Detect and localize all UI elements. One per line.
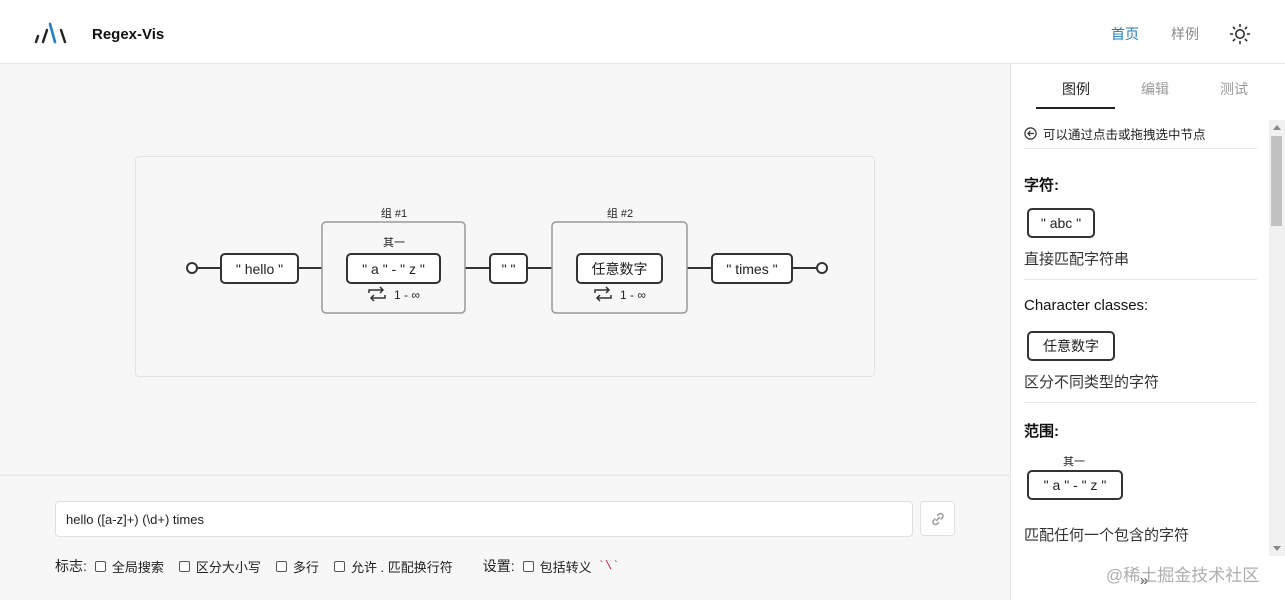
- escape-code-mark: `\`: [597, 559, 620, 573]
- flag-dotall-checkbox[interactable]: [333, 560, 345, 572]
- scroll-up-arrow[interactable]: [1273, 125, 1281, 130]
- settings-label: 设置:: [482, 558, 515, 574]
- regex-editor-panel: 标志: 全局搜索 区分大小写 多行 允许 . 匹配换行符 设置: 包括转义 `\`: [0, 475, 1010, 600]
- legend-char-title: 字符:: [1024, 177, 1059, 194]
- divider: [1024, 148, 1257, 149]
- scroll-thumb[interactable]: [1271, 136, 1282, 226]
- flag-dotall-label: 允许 . 匹配换行符: [350, 559, 453, 575]
- legend-class-node: 任意数字: [1027, 331, 1115, 361]
- start-node[interactable]: [186, 262, 198, 274]
- end-node[interactable]: [816, 262, 828, 274]
- side-panel: 图例 编辑 测试 可以通过点击或拖拽选中节点 字符: " abc " 直接匹配字…: [1010, 64, 1285, 600]
- regex-input[interactable]: [55, 501, 913, 537]
- flag-dotall[interactable]: 允许 . 匹配换行符: [333, 557, 453, 576]
- flag-global[interactable]: 全局搜索: [94, 557, 164, 576]
- arrow-left-circle-icon: [1024, 127, 1037, 140]
- legend-range-title: 范围:: [1024, 423, 1059, 440]
- divider: [1024, 279, 1257, 280]
- repeat-icon: [368, 286, 386, 302]
- repeat-icon: [594, 286, 612, 302]
- tab-edit[interactable]: 编辑: [1141, 81, 1169, 97]
- node-digit[interactable]: 任意数字: [576, 253, 663, 284]
- legend-class-title: Character classes:: [1024, 297, 1149, 314]
- divider: [1024, 402, 1257, 403]
- legend-hint-text: 可以通过点击或拖拽选中节点: [1043, 128, 1206, 142]
- node-hello-label: " hello ": [236, 261, 283, 277]
- node-space[interactable]: " ": [489, 253, 528, 284]
- flag-case-label: 区分大小写: [195, 559, 261, 575]
- node-times-label: " times ": [726, 261, 777, 277]
- flag-case-sensitive[interactable]: 区分大小写: [178, 557, 261, 576]
- app-title: Regex-Vis: [92, 26, 165, 43]
- watermark: @稀土掘金技术社区: [1106, 566, 1260, 585]
- link-icon: [931, 512, 944, 525]
- setting-escape-checkbox[interactable]: [522, 560, 534, 572]
- double-chevron-right-icon[interactable]: »: [1140, 572, 1149, 589]
- legend-char-node: " abc ": [1027, 208, 1095, 238]
- tab-test[interactable]: 测试: [1220, 81, 1248, 97]
- flag-global-label: 全局搜索: [111, 559, 164, 575]
- sun-icon[interactable]: [1229, 23, 1251, 45]
- regex-vis-logo-icon[interactable]: [34, 22, 70, 44]
- legend-content[interactable]: 可以通过点击或拖拽选中节点 字符: " abc " 直接匹配字符串 Charac…: [1011, 120, 1269, 600]
- regex-diagram: " hello " 组 #1 其一 " a " - " z " 1 - ∞ " …: [135, 156, 875, 377]
- repeat1-label: 1 - ∞: [394, 288, 420, 302]
- node-space-label: " ": [502, 261, 516, 277]
- flag-multiline-label: 多行: [292, 559, 319, 575]
- flag-multiline[interactable]: 多行: [275, 557, 319, 576]
- node-times[interactable]: " times ": [711, 253, 793, 284]
- flag-case-checkbox[interactable]: [178, 560, 190, 572]
- app-header: Regex-Vis 首页 样例: [0, 0, 1285, 64]
- flag-global-checkbox[interactable]: [94, 560, 106, 572]
- legend-range-caption: 其一: [1063, 456, 1085, 468]
- nav-home-link[interactable]: 首页: [1111, 26, 1139, 42]
- node-range-label: " a " - " z ": [362, 261, 425, 277]
- node-range[interactable]: " a " - " z ": [346, 253, 441, 284]
- node-hello[interactable]: " hello ": [220, 253, 299, 284]
- flags-row: 标志: 全局搜索 区分大小写 多行 允许 . 匹配换行符 设置: 包括转义 `\`: [55, 556, 634, 576]
- legend-hint: 可以通过点击或拖拽选中节点: [1024, 124, 1206, 143]
- diagram-canvas: " hello " 组 #1 其一 " a " - " z " 1 - ∞ " …: [0, 64, 1010, 475]
- flags-label: 标志:: [55, 558, 87, 574]
- side-scrollbar[interactable]: [1269, 120, 1285, 556]
- group2-label: 组 #2: [607, 206, 633, 220]
- tab-legend[interactable]: 图例: [1062, 81, 1090, 97]
- legend-class-desc: 区分不同类型的字符: [1024, 374, 1160, 391]
- scroll-down-arrow[interactable]: [1273, 546, 1281, 551]
- group1-label: 组 #1: [381, 206, 407, 220]
- legend-range-desc: 匹配任何一个包含的字符: [1024, 527, 1190, 544]
- setting-escape-label: 包括转义: [539, 559, 592, 575]
- node-digit-label: 任意数字: [592, 261, 648, 277]
- regex-graph-svg: " hello " 组 #1 其一 " a " - " z " 1 - ∞ " …: [186, 206, 828, 314]
- one-of-label: 其一: [383, 236, 405, 249]
- active-tab-indicator: [1036, 107, 1115, 109]
- setting-escape[interactable]: 包括转义 `\`: [522, 557, 620, 576]
- legend-char-desc: 直接匹配字符串: [1024, 251, 1130, 268]
- legend-range-node: " a " - " z ": [1027, 470, 1123, 500]
- flag-multiline-checkbox[interactable]: [275, 560, 287, 572]
- share-link-button[interactable]: [920, 501, 955, 536]
- repeat2-label: 1 - ∞: [620, 288, 646, 302]
- side-tabs: 图例 编辑 测试: [1011, 64, 1285, 110]
- nav-samples-link[interactable]: 样例: [1171, 26, 1199, 42]
